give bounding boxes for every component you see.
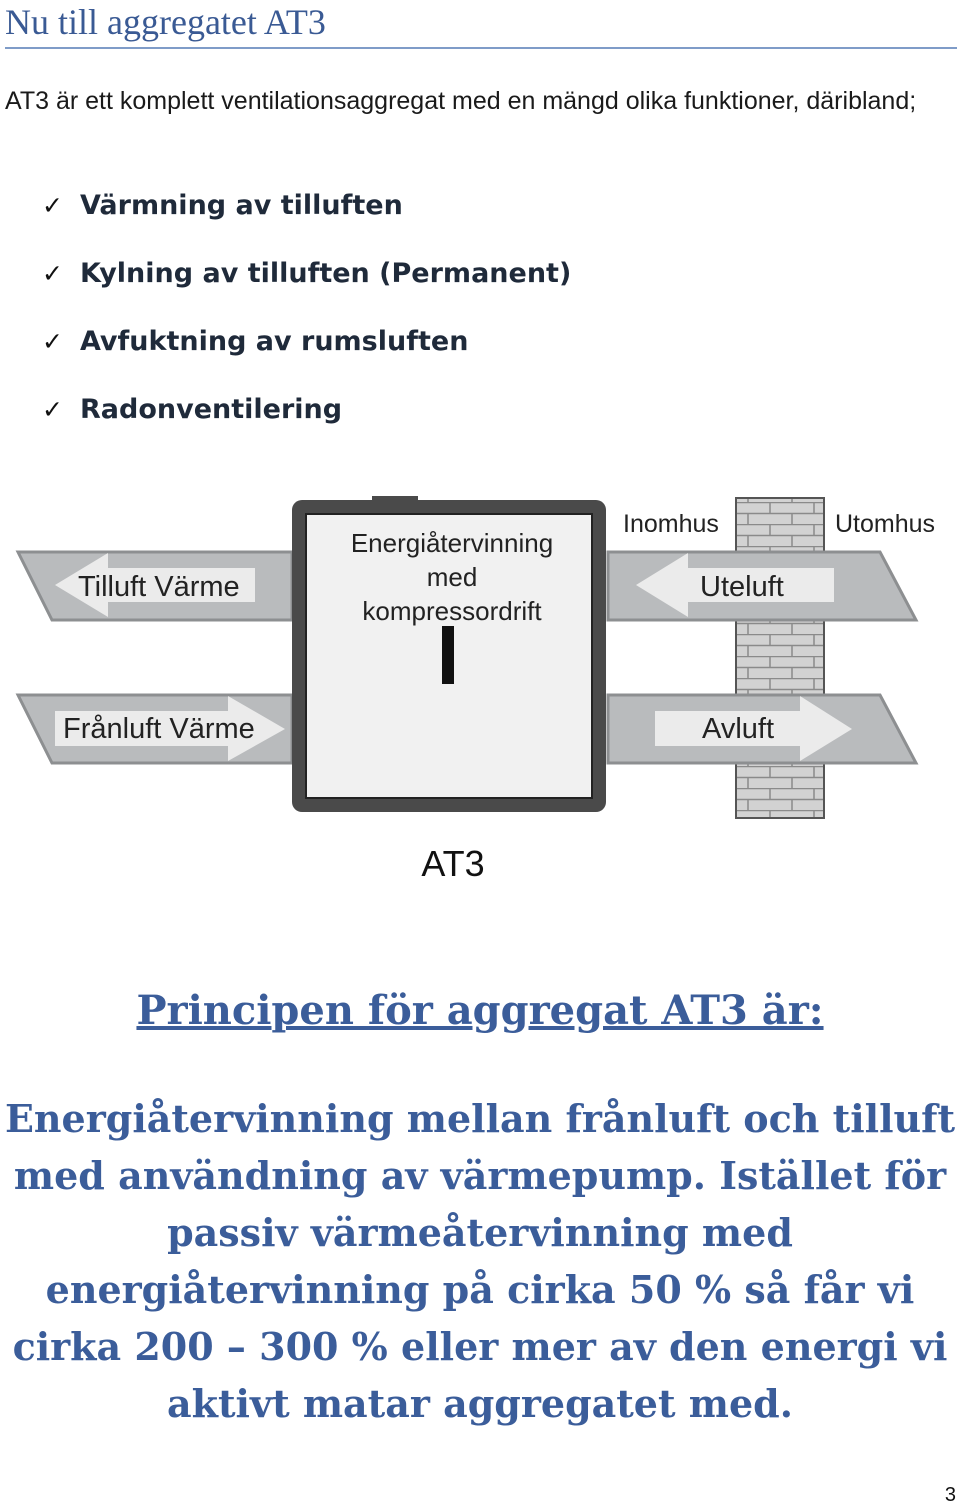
page-title: Nu till aggregatet AT3 xyxy=(5,0,957,49)
diagram-caption: AT3 xyxy=(421,843,485,884)
feature-label: Radonventilering xyxy=(80,394,343,425)
principle-heading: Principen för aggregat AT3 är: xyxy=(136,987,824,1034)
supply-arrow xyxy=(55,553,255,617)
indoor-label: Inomhus xyxy=(623,510,719,538)
unit-label-line1: Energiåtervinning xyxy=(351,528,553,558)
principle-body: Energiåtervinning mellan frånluft och ti… xyxy=(4,1096,956,1426)
extract-label: Frånluft Värme xyxy=(63,713,255,745)
unit-label-line2: med xyxy=(427,562,478,592)
feature-list: ✓ Värmning av tilluften ✓ Kylning av til… xyxy=(42,186,571,458)
check-icon: ✓ xyxy=(42,259,63,288)
outdoor-air-arrow xyxy=(636,553,834,617)
ventilation-diagram: Tilluft Värme Frånluft Värme Uteluft Avl… xyxy=(15,496,935,819)
exhaust-label: Avluft xyxy=(702,713,774,745)
check-icon: ✓ xyxy=(42,395,63,424)
feature-label: Avfuktning av rumsluften xyxy=(80,326,469,357)
outdoor-air-label: Uteluft xyxy=(700,571,784,603)
check-icon: ✓ xyxy=(42,191,63,220)
outdoor-label: Utomhus xyxy=(835,510,935,538)
check-icon: ✓ xyxy=(42,327,63,356)
unit-top-vent xyxy=(372,496,418,502)
feature-label: Värmning av tilluften xyxy=(80,190,403,221)
unit-label-line3: kompressordrift xyxy=(362,596,542,626)
feature-item: ✓ Avfuktning av rumsluften xyxy=(42,322,571,390)
feature-label: Kylning av tilluften (Permanent) xyxy=(80,258,572,289)
feature-item: ✓ Värmning av tilluften xyxy=(42,186,571,254)
feature-item: ✓ Radonventilering xyxy=(42,390,571,458)
exhaust-arrow xyxy=(655,696,852,761)
outer-wall xyxy=(735,497,825,819)
page-number: 3 xyxy=(944,1484,956,1506)
unit-display-icon xyxy=(442,626,454,684)
intro-paragraph: AT3 är ett komplett ventilationsaggregat… xyxy=(5,87,917,115)
supply-label: Tilluft Värme xyxy=(78,571,240,603)
extract-arrow xyxy=(55,696,285,761)
feature-item: ✓ Kylning av tilluften (Permanent) xyxy=(42,254,571,322)
